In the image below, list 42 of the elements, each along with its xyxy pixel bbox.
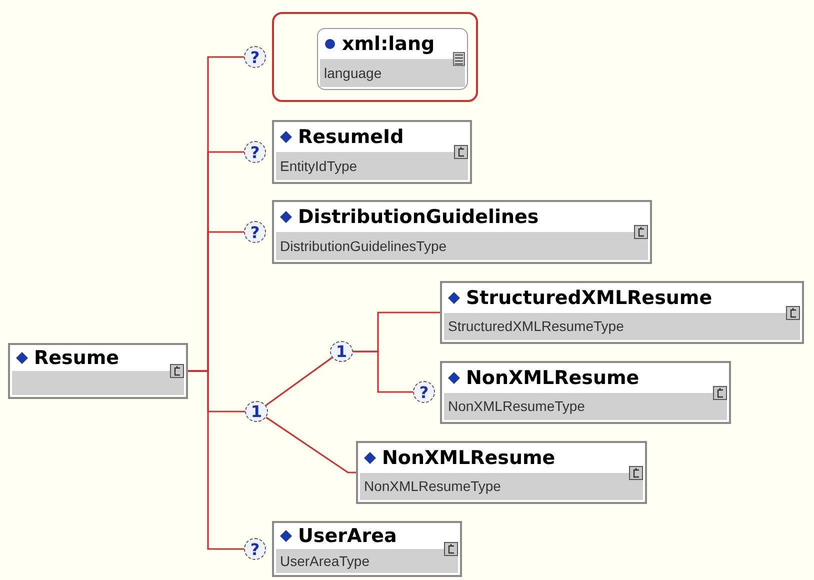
marker-symbol: 1 bbox=[250, 402, 262, 421]
marker-symbol: ? bbox=[250, 540, 260, 558]
type-name: EntityIdType bbox=[280, 158, 358, 174]
element-box bbox=[440, 361, 731, 424]
element-name: Resume bbox=[34, 347, 120, 369]
element-name: xml:lang bbox=[342, 33, 435, 55]
type-name: DistributionGuidelinesType bbox=[280, 238, 447, 254]
connector-line bbox=[266, 416, 356, 474]
marker-circle bbox=[413, 381, 435, 403]
type-name: UserAreaType bbox=[280, 553, 370, 569]
element-name: NonXMLResume bbox=[382, 446, 556, 469]
element-name: DistributionGuidelines bbox=[298, 206, 539, 228]
element-name: NonXMLResume bbox=[466, 366, 640, 389]
element-box bbox=[356, 441, 647, 504]
marker-symbol: ? bbox=[250, 48, 260, 66]
element-box bbox=[272, 120, 472, 184]
type-name: language bbox=[324, 65, 382, 81]
element-name: UserArea bbox=[298, 525, 397, 547]
type-name: NonXMLResumeType bbox=[364, 478, 501, 494]
connector-line bbox=[353, 350, 413, 393]
marker-symbol: ? bbox=[250, 142, 260, 162]
marker-circle bbox=[244, 46, 266, 68]
element-name: StructuredXMLResume bbox=[466, 286, 712, 309]
marker-circle bbox=[245, 401, 268, 422]
type-name: StructuredXMLResumeType bbox=[448, 318, 624, 334]
attribute-box bbox=[317, 28, 468, 90]
element-box bbox=[440, 281, 804, 344]
marker-circle bbox=[244, 141, 266, 163]
attribute-group-box bbox=[272, 12, 478, 102]
element-box bbox=[8, 343, 188, 399]
element-box bbox=[272, 200, 652, 264]
marker-circle bbox=[244, 221, 266, 243]
marker-symbol: ? bbox=[250, 222, 260, 242]
marker-circle bbox=[330, 341, 353, 362]
connector-line bbox=[188, 370, 244, 550]
marker-symbol: 1 bbox=[336, 342, 348, 361]
type-name: NonXMLResumeType bbox=[448, 398, 585, 414]
element-name: ResumeId bbox=[298, 126, 404, 148]
marker-circle bbox=[244, 538, 266, 560]
element-box bbox=[272, 521, 462, 577]
connector-line bbox=[265, 356, 333, 406]
marker-symbol: ? bbox=[419, 382, 429, 402]
